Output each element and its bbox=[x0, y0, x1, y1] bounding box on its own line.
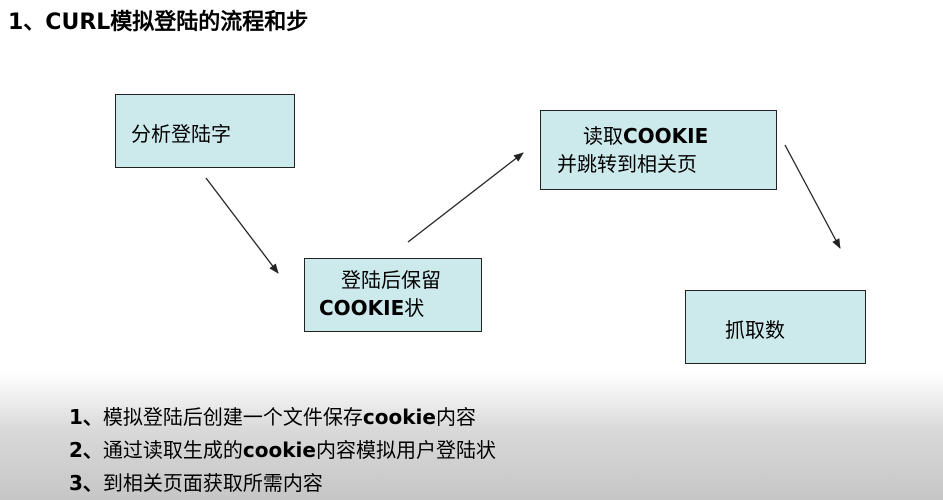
flow-arrows bbox=[205, 144, 841, 274]
flow-box-fetch-data: 抓取数 bbox=[685, 290, 866, 364]
flow-box-read-cookie-prefix: 读取 bbox=[583, 124, 623, 148]
flow-box-read-cookie-line1: 读取COOKIE bbox=[557, 122, 776, 150]
steps-list-text: 通过读取生成的 bbox=[102, 438, 243, 462]
steps-list-number: 2、 bbox=[69, 438, 103, 462]
steps-list-item: 2、通过读取生成的cookie内容模拟用户登陆状 bbox=[69, 434, 496, 467]
slide-title: 1、CURL模拟登陆的流程和步 bbox=[8, 10, 309, 35]
steps-list-keyword: cookie bbox=[362, 405, 436, 429]
flow-box-fetch-data-text: 抓取数 bbox=[725, 318, 785, 342]
flow-box-keep-cookie-suffix: 状 bbox=[404, 296, 425, 320]
flow-box-keep-cookie-line1: 登陆后保留 bbox=[341, 268, 441, 292]
steps-list-text: 模拟登陆后创建一个文件保存 bbox=[102, 405, 363, 429]
arrow-step2-to-step3 bbox=[407, 152, 524, 243]
arrow-step1-to-step2 bbox=[205, 177, 279, 274]
flow-box-keep-cookie-keyword: COOKIE bbox=[319, 296, 405, 320]
flow-box-read-cookie: 读取COOKIE 并跳转到相关页 bbox=[540, 110, 777, 190]
steps-list-number: 1、 bbox=[69, 405, 103, 429]
flow-box-read-cookie-keyword: COOKIE bbox=[623, 124, 709, 148]
steps-list-item: 1、模拟登陆后创建一个文件保存cookie内容 bbox=[69, 401, 496, 434]
flow-box-analyze-login-text: 分析登陆字 bbox=[131, 122, 231, 146]
steps-list-number: 3、 bbox=[69, 471, 103, 495]
flow-box-keep-cookie-line2: COOKIE状 bbox=[319, 294, 481, 322]
steps-list-text-end: 内容 bbox=[435, 405, 476, 429]
arrow-step3-to-step4 bbox=[784, 144, 841, 249]
flow-box-read-cookie-line2: 并跳转到相关页 bbox=[557, 152, 697, 176]
steps-list: 1、模拟登陆后创建一个文件保存cookie内容 2、通过读取生成的cookie内… bbox=[69, 401, 496, 500]
steps-list-item: 3、到相关页面获取所需内容 bbox=[69, 467, 496, 500]
steps-list-text: 到相关页面获取所需内容 bbox=[102, 471, 323, 495]
steps-list-keyword: cookie bbox=[242, 438, 316, 462]
steps-list-text-end: 内容模拟用户登陆状 bbox=[315, 438, 496, 462]
flow-box-keep-cookie: 登陆后保留 COOKIE状 bbox=[304, 258, 482, 332]
flow-box-analyze-login: 分析登陆字 bbox=[115, 94, 295, 168]
